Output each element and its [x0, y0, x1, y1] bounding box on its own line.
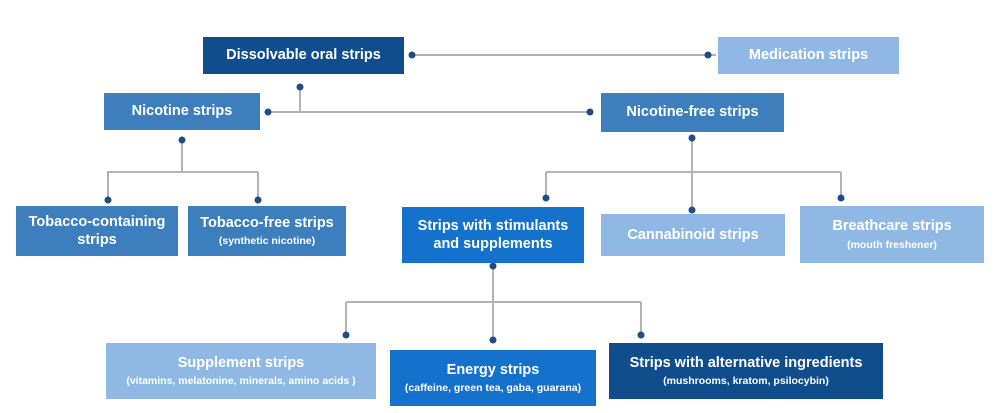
node-label: Strips with alternative ingredients	[629, 354, 863, 371]
node-tobacco-containing-strips: Tobacco-containing strips	[16, 206, 178, 256]
node-sublabel: (mouth freshener)	[847, 238, 937, 251]
connector-dot	[489, 262, 497, 270]
connector-dot	[408, 51, 416, 59]
node-energy-strips: Energy strips (caffeine, green tea, gaba…	[390, 350, 596, 406]
node-label: Nicotine-free strips	[626, 104, 759, 121]
connector-dot	[586, 108, 594, 116]
node-label: Dissolvable oral strips	[226, 47, 381, 64]
node-breathcare-strips: Breathcare strips (mouth freshener)	[800, 206, 984, 263]
node-label: Tobacco-free strips	[200, 214, 334, 231]
node-dissolvable-oral-strips: Dissolvable oral strips	[203, 37, 404, 74]
connector-dot	[637, 331, 645, 339]
node-label: Nicotine strips	[131, 103, 233, 120]
node-nicotine-free-strips: Nicotine-free strips	[601, 93, 784, 132]
node-sublabel: (mushrooms, kratom, psilocybin)	[663, 375, 829, 387]
node-label: Medication strips	[748, 47, 869, 64]
connector-dot	[104, 196, 112, 204]
node-cannabinoid-strips: Cannabinoid strips	[601, 214, 785, 256]
node-label: Energy strips	[446, 361, 540, 378]
node-sublabel: (synthetic nicotine)	[218, 235, 316, 247]
node-medication-strips: Medication strips	[718, 37, 899, 74]
connector-line	[107, 140, 183, 200]
node-alternative-ingredients-strips: Strips with alternative ingredients (mus…	[609, 343, 883, 399]
connector-dot	[704, 51, 712, 59]
connector-dot	[542, 194, 550, 202]
node-sublabel: (caffeine, green tea, gaba, guarana)	[404, 382, 582, 394]
connector-dot	[688, 206, 696, 214]
node-tobacco-free-strips: Tobacco-free strips (synthetic nicotine)	[188, 206, 346, 256]
node-label: Cannabinoid strips	[627, 226, 759, 243]
connector-dot	[489, 336, 497, 344]
node-supplement-strips: Supplement strips (vitamins, melatonine,…	[106, 343, 376, 399]
connector-dot	[342, 331, 350, 339]
node-label: Strips with stimulants and supplements	[417, 217, 569, 252]
node-label: Supplement strips	[177, 354, 305, 371]
connector-dot	[178, 136, 186, 144]
connector-dot	[264, 108, 272, 116]
node-nicotine-strips: Nicotine strips	[104, 93, 260, 130]
node-label: Breathcare strips	[832, 218, 952, 235]
connector-dot	[688, 134, 696, 142]
node-sublabel: (vitamins, melatonine, minerals, amino a…	[126, 375, 356, 387]
connector-dot	[296, 83, 304, 91]
node-label: Tobacco-containing strips	[28, 213, 166, 248]
node-stimulants-supplements-strips: Strips with stimulants and supplements	[402, 207, 584, 263]
connector-dot	[837, 194, 845, 202]
connector-dot	[254, 196, 262, 204]
